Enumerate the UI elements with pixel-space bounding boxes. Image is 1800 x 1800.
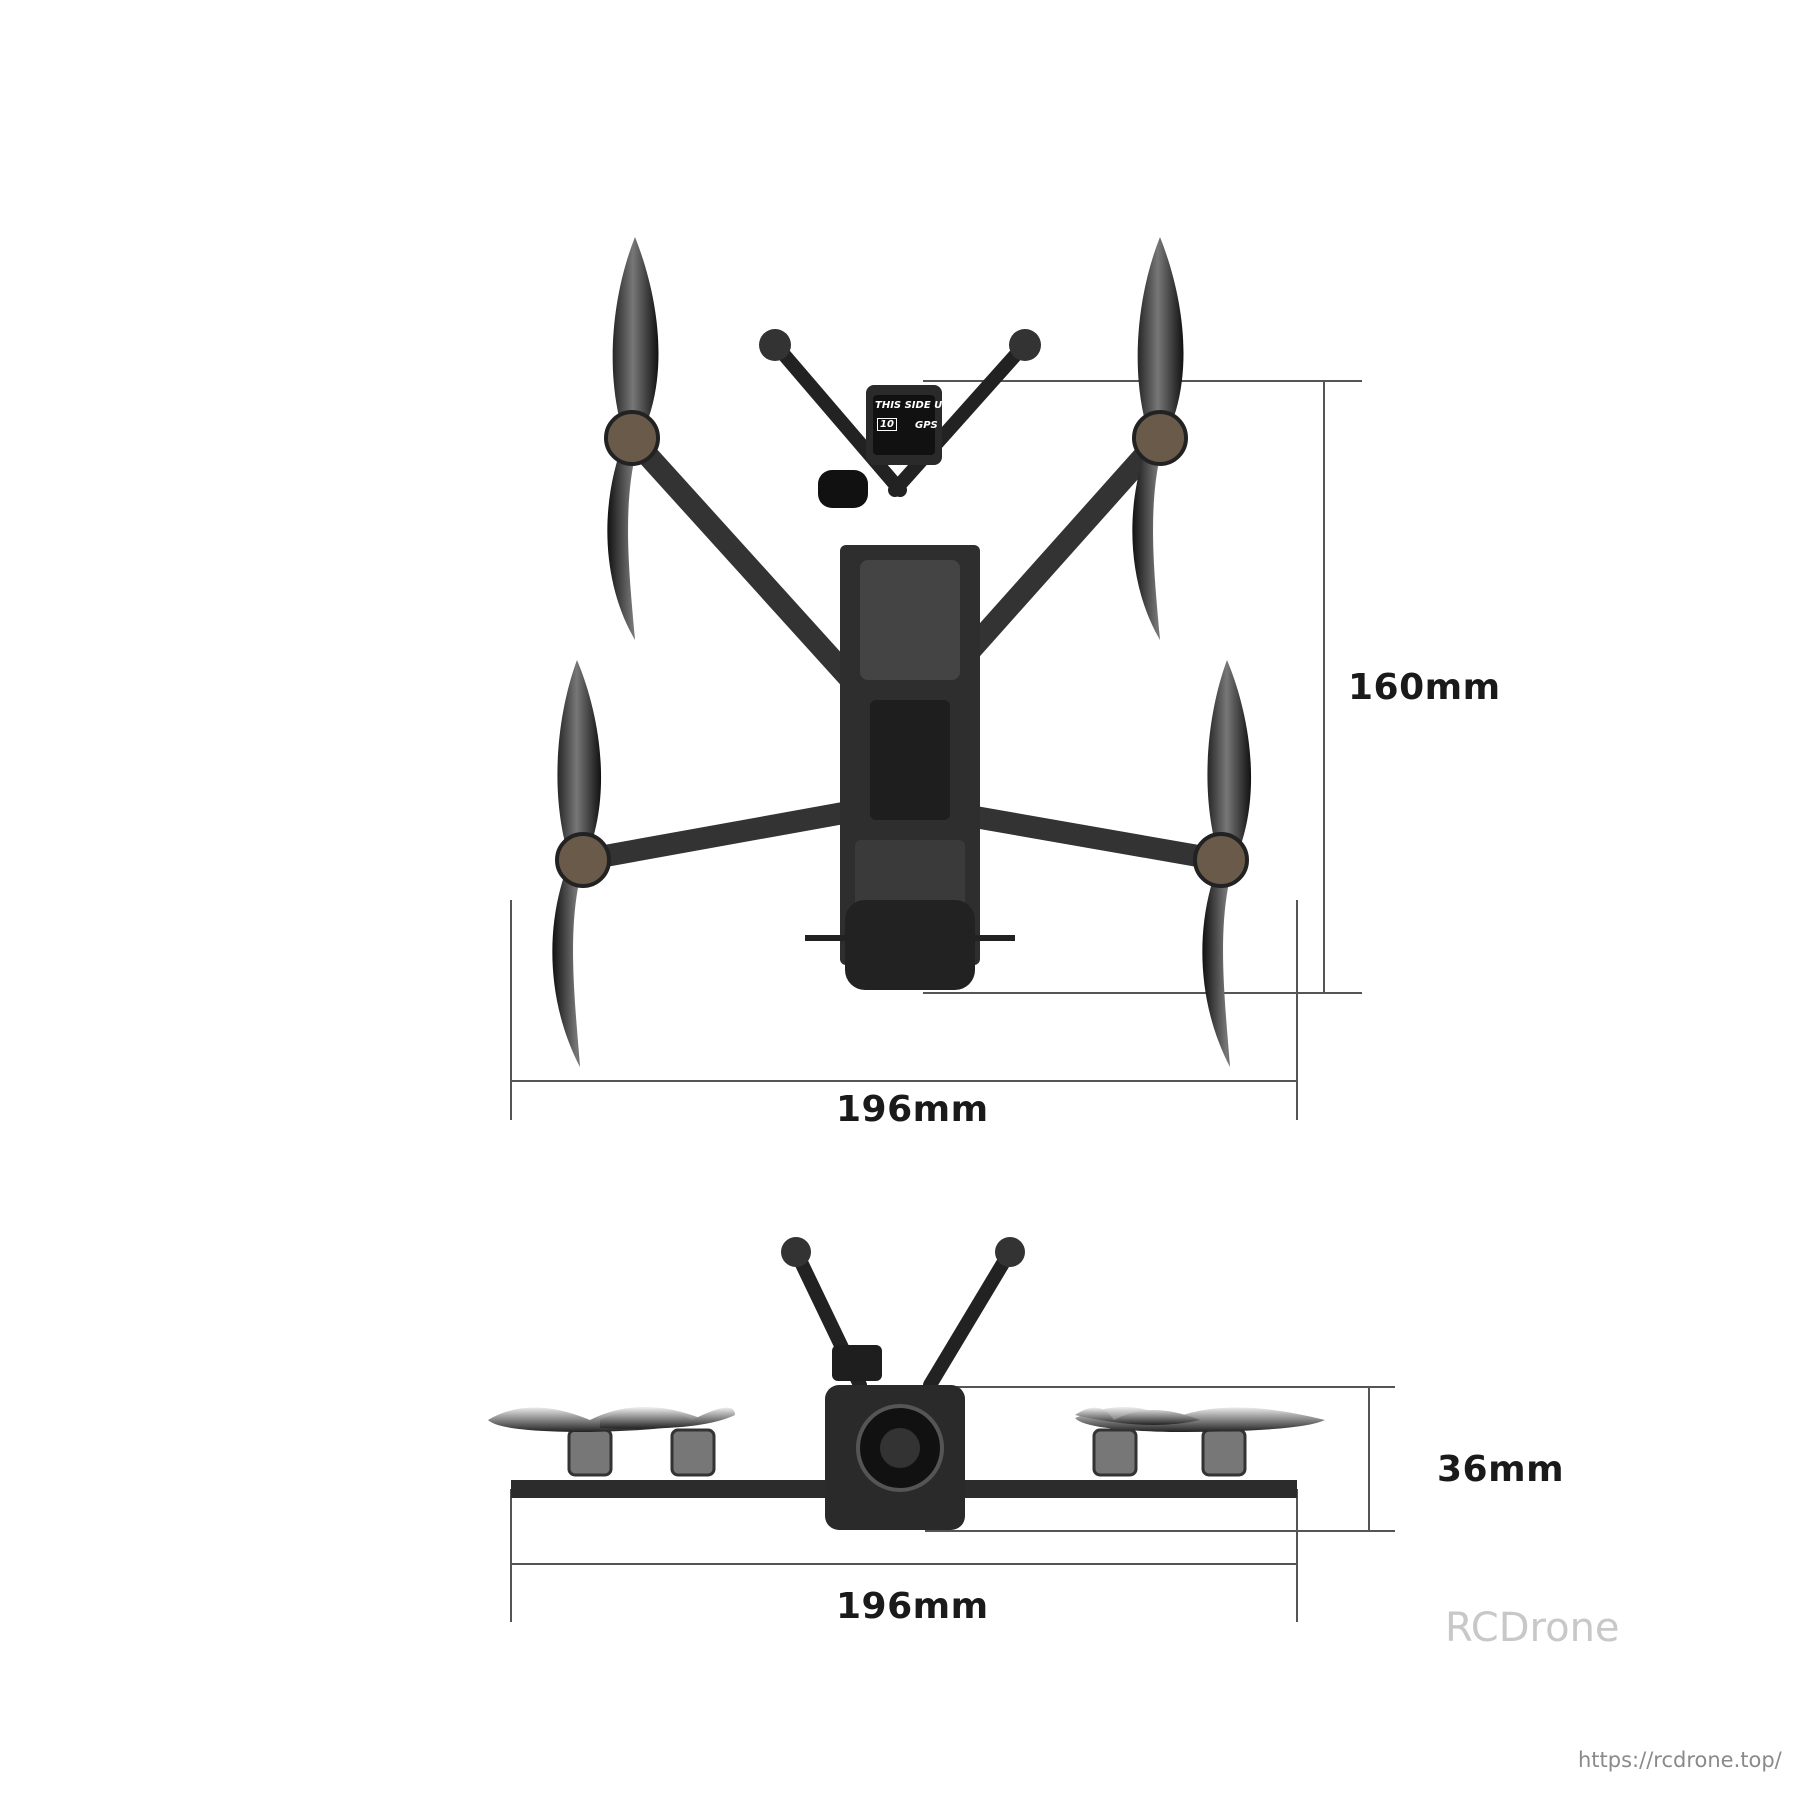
gps-label: THIS SIDE UP [875, 400, 950, 411]
prop-rear-left [552, 660, 611, 1067]
top-width-dimension [510, 900, 1298, 1120]
side-width-label: 196mm [836, 1586, 989, 1627]
gps-size: 10 [877, 418, 897, 431]
top-height-label: 160mm [1348, 667, 1501, 708]
watermark: RCDrone [1445, 1605, 1620, 1651]
top-width-label: 196mm [836, 1089, 989, 1130]
drone-top-view [552, 237, 1252, 1067]
side-height-dimension [925, 1386, 1395, 1532]
drone-side-view [488, 1237, 1325, 1530]
arm-front-left [621, 427, 871, 701]
prop-front-right [1132, 237, 1188, 640]
camera-top [845, 900, 975, 990]
arm-rear-right [924, 799, 1232, 871]
side-height-label: 36mm [1437, 1449, 1565, 1490]
side-props [488, 1406, 1325, 1432]
prop-front-left [604, 237, 660, 640]
side-width-dimension [510, 1489, 1298, 1622]
prop-rear-right [1193, 660, 1252, 1067]
source-url: https://rcdrone.top/ [1578, 1748, 1782, 1772]
side-motors [567, 1428, 1247, 1477]
gps-sub: GPS [915, 420, 938, 431]
antenna-left [773, 343, 907, 497]
antenna-right [888, 343, 1027, 497]
arm-rear-left [572, 799, 871, 871]
